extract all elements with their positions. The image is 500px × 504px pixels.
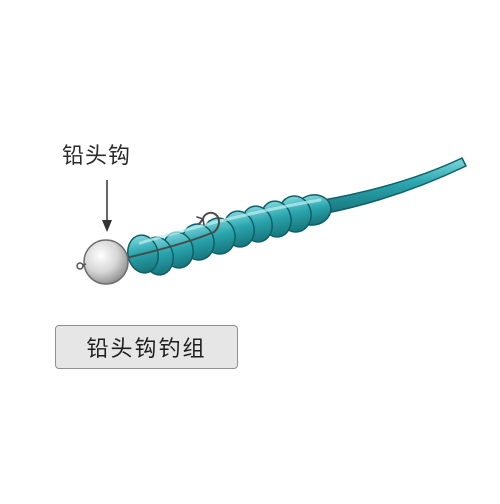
line-eye [76,262,84,270]
lead-head [76,239,129,285]
caption-box: 铅头钩钓组 [55,325,238,369]
lead-head-label: 铅头钩 [62,144,132,169]
worm-body [127,194,332,276]
caption-label: 铅头钩钓组 [86,337,207,362]
callout-arrow [102,180,112,232]
hook [125,211,220,259]
worm-tail [317,157,467,215]
worm-highlight [138,198,322,245]
